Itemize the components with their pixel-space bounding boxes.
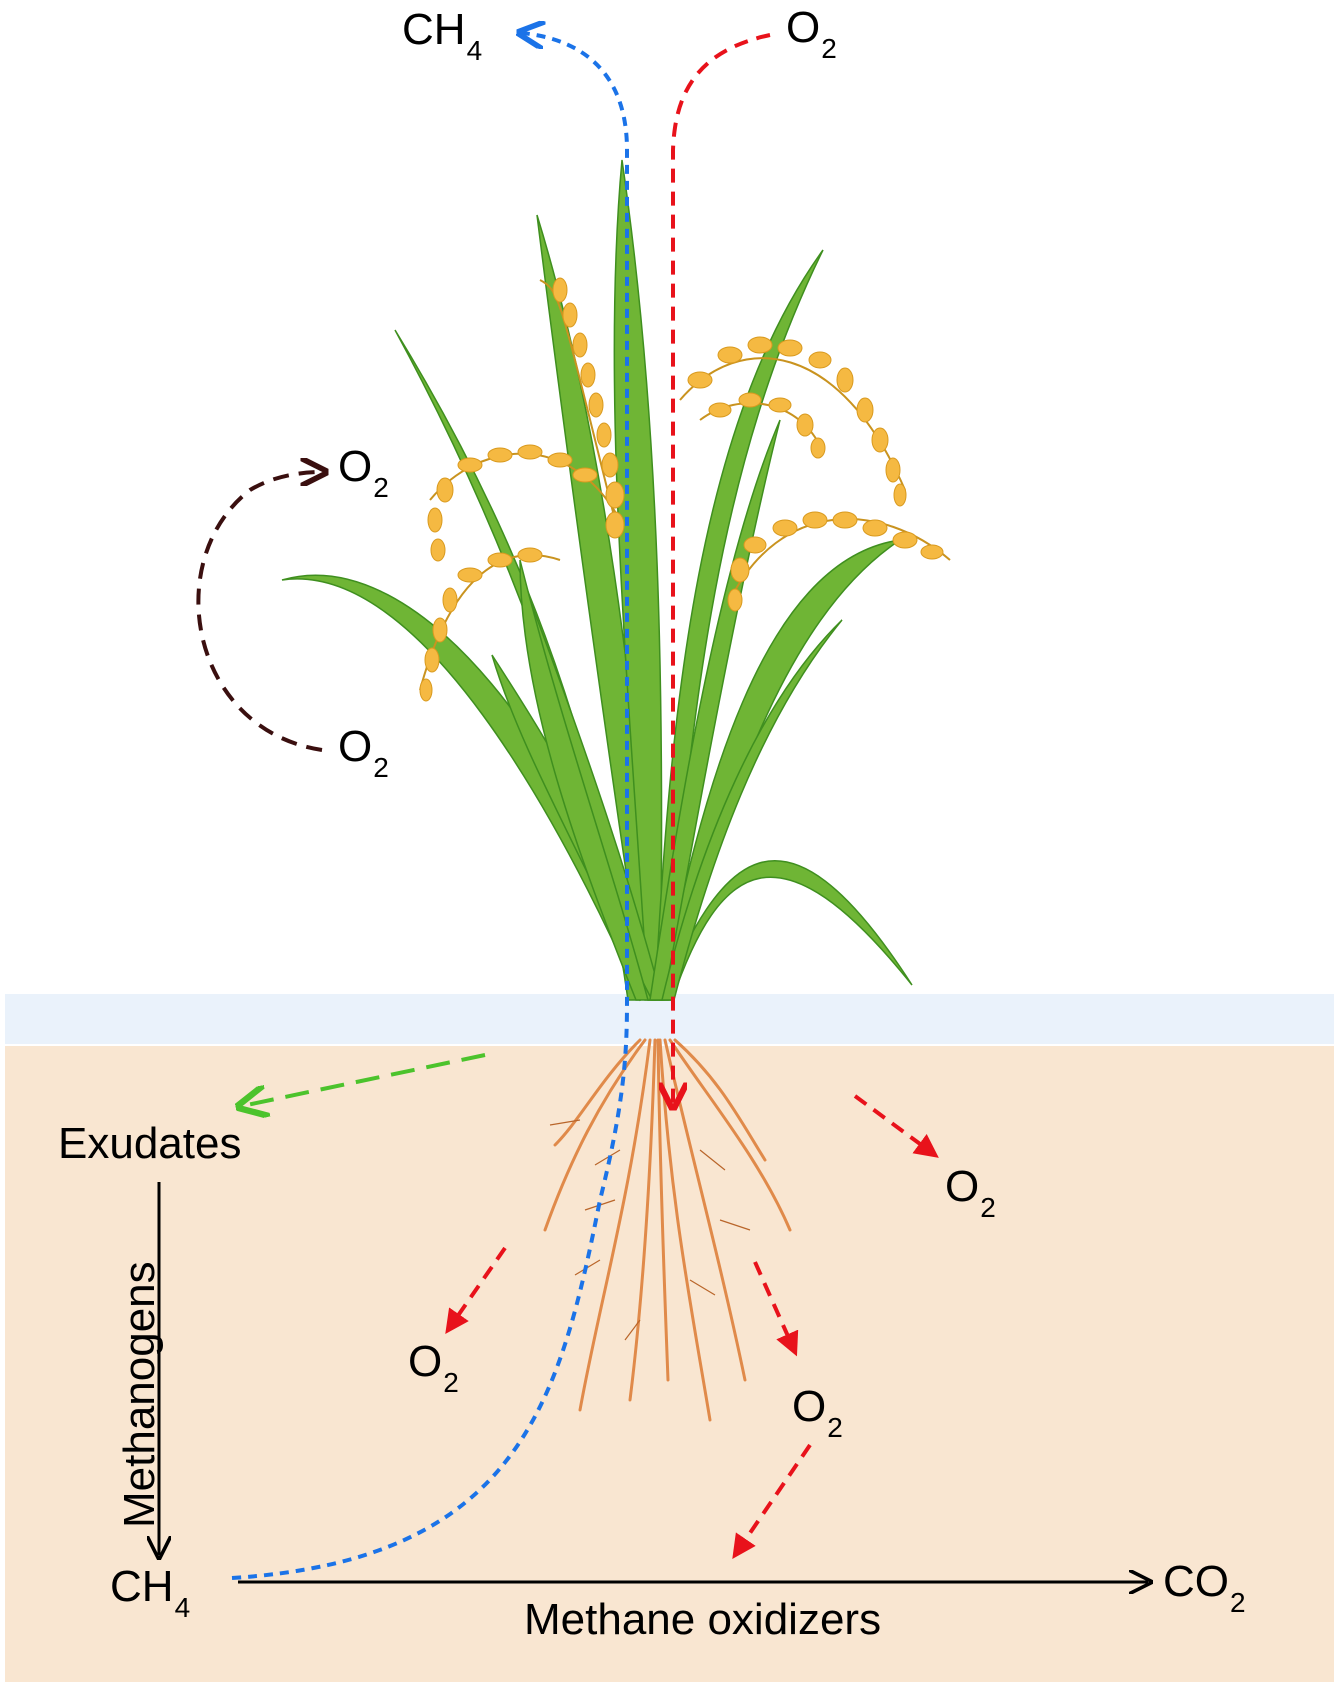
methane-transport-path (231, 33, 629, 1580)
ch4-emission-label: CH4 (402, 5, 483, 66)
o2-soil-right-label: O2 (945, 1162, 996, 1223)
o2-soil-center-label: O2 (792, 1382, 843, 1443)
ch4-soil-label: CH4 (110, 1562, 191, 1623)
oxygen-transport-path (673, 33, 771, 1105)
oxygen-arrow-right (853, 1094, 939, 1158)
oxygen-arrow-center (753, 1261, 799, 1357)
rice-plant-leaves (281, 159, 913, 1002)
methanogens-label: Methanogens (115, 1261, 164, 1528)
root-oxygen-release-arrows (445, 1094, 939, 1559)
co2-label: CO2 (1163, 1557, 1246, 1618)
water-layer (5, 994, 1334, 1044)
o2-leaf-source-label: O2 (338, 722, 389, 783)
o2-soil-left-label: O2 (408, 1337, 459, 1398)
rice-grain-panicles (419, 277, 951, 702)
exudates-label: Exudates (58, 1119, 242, 1168)
o2-uptake-label: O2 (786, 3, 837, 64)
o2-leaf-release-label: O2 (338, 442, 389, 503)
methane-oxidizers-label: Methane oxidizers (524, 1595, 882, 1644)
oxygen-arrow-left (445, 1246, 507, 1334)
exudates-arrow (242, 1053, 486, 1106)
photosynthesis-oxygen-arrow (196, 472, 323, 752)
